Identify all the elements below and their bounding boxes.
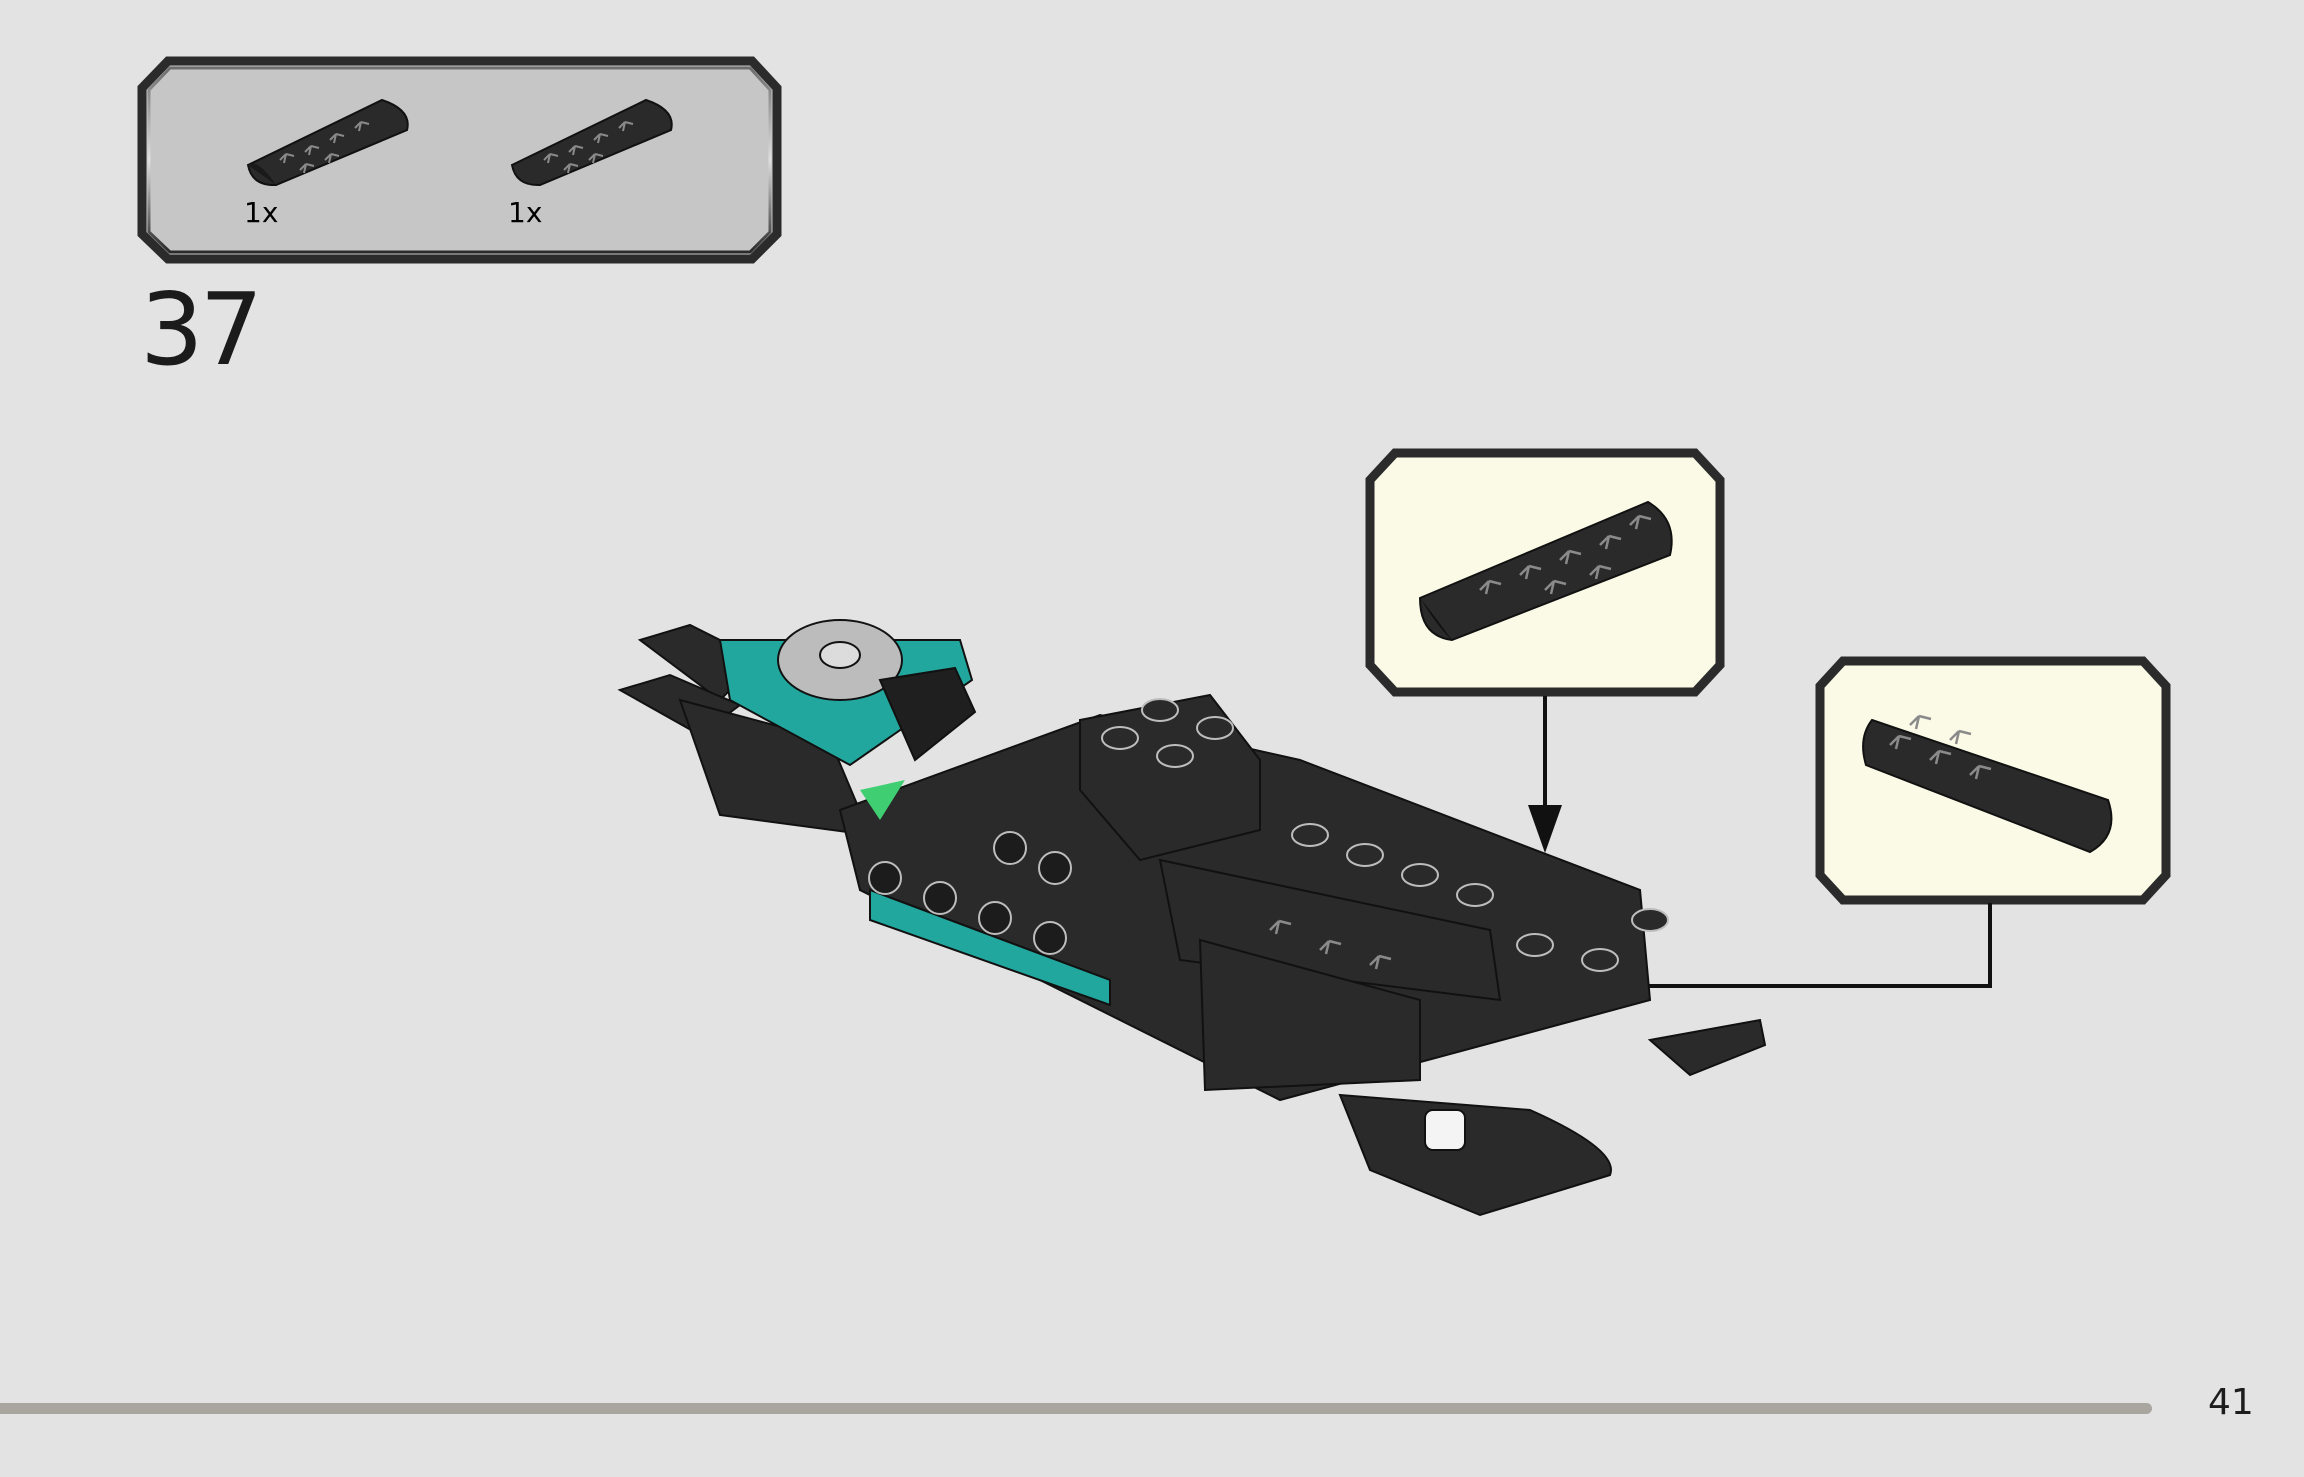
part-quantity-2: 1x — [508, 196, 542, 229]
callout-part-icon-2 — [1862, 714, 2113, 854]
page-progress-bar — [0, 1403, 2152, 1414]
callout-box-2 — [1815, 656, 2171, 905]
callout-part-icon-1 — [1418, 500, 1673, 642]
part-quantity-1: 1x — [244, 196, 278, 229]
model-assembly — [617, 619, 1767, 1217]
placement-arrow-1 — [1528, 696, 1562, 853]
step-number: 37 — [140, 271, 263, 388]
part-curved-slope-icon-1 — [246, 98, 409, 187]
parts-list-callout: 1x 1x — [137, 56, 782, 264]
page-number: 41 — [2208, 1382, 2254, 1423]
callout-box-1 — [1365, 448, 1725, 697]
part-curved-slope-icon-2 — [510, 98, 673, 187]
